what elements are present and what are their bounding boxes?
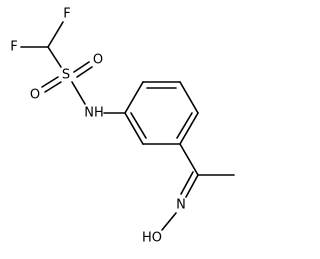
bond-s-o-right-a [73, 61, 90, 73]
bond-c1-f-top [47, 21, 64, 48]
bond-ring-inner-left [130, 112, 147, 139]
bond-c9-n-a [185, 174, 199, 198]
bond-c7-c9 [179, 143, 199, 176]
bond-ring-c8-c3 [124, 112, 144, 145]
atom-label-f-top: F [63, 7, 70, 22]
atom-label-o-right: O [93, 53, 103, 68]
bond-s-o-left-a [41, 76, 59, 88]
bond-c9-n-b [180, 171, 194, 195]
bond-n-o [161, 212, 177, 231]
atom-label-sulfur: S [62, 68, 70, 83]
atom-label-o-left: O [30, 88, 40, 103]
bond-s-n [71, 81, 86, 105]
bond-ring-c6-c7 [179, 112, 199, 145]
bond-s-o-right-b [76, 66, 93, 78]
bond-ring-c5-c6 [179, 81, 199, 114]
bond-ring-inner-right [176, 112, 193, 139]
bond-c1-s [47, 46, 62, 68]
atom-label-f-left: F [10, 40, 17, 55]
bond-ring-c3-c4 [124, 81, 144, 114]
atom-label-nh: NH [84, 106, 104, 121]
bond-s-o-left-b [44, 81, 62, 93]
atom-label-n-oxime: N [176, 198, 186, 213]
molecule-structure-diagram: F F S O O NH N HO [10, 7, 235, 246]
atom-label-ho: HO [142, 231, 162, 246]
